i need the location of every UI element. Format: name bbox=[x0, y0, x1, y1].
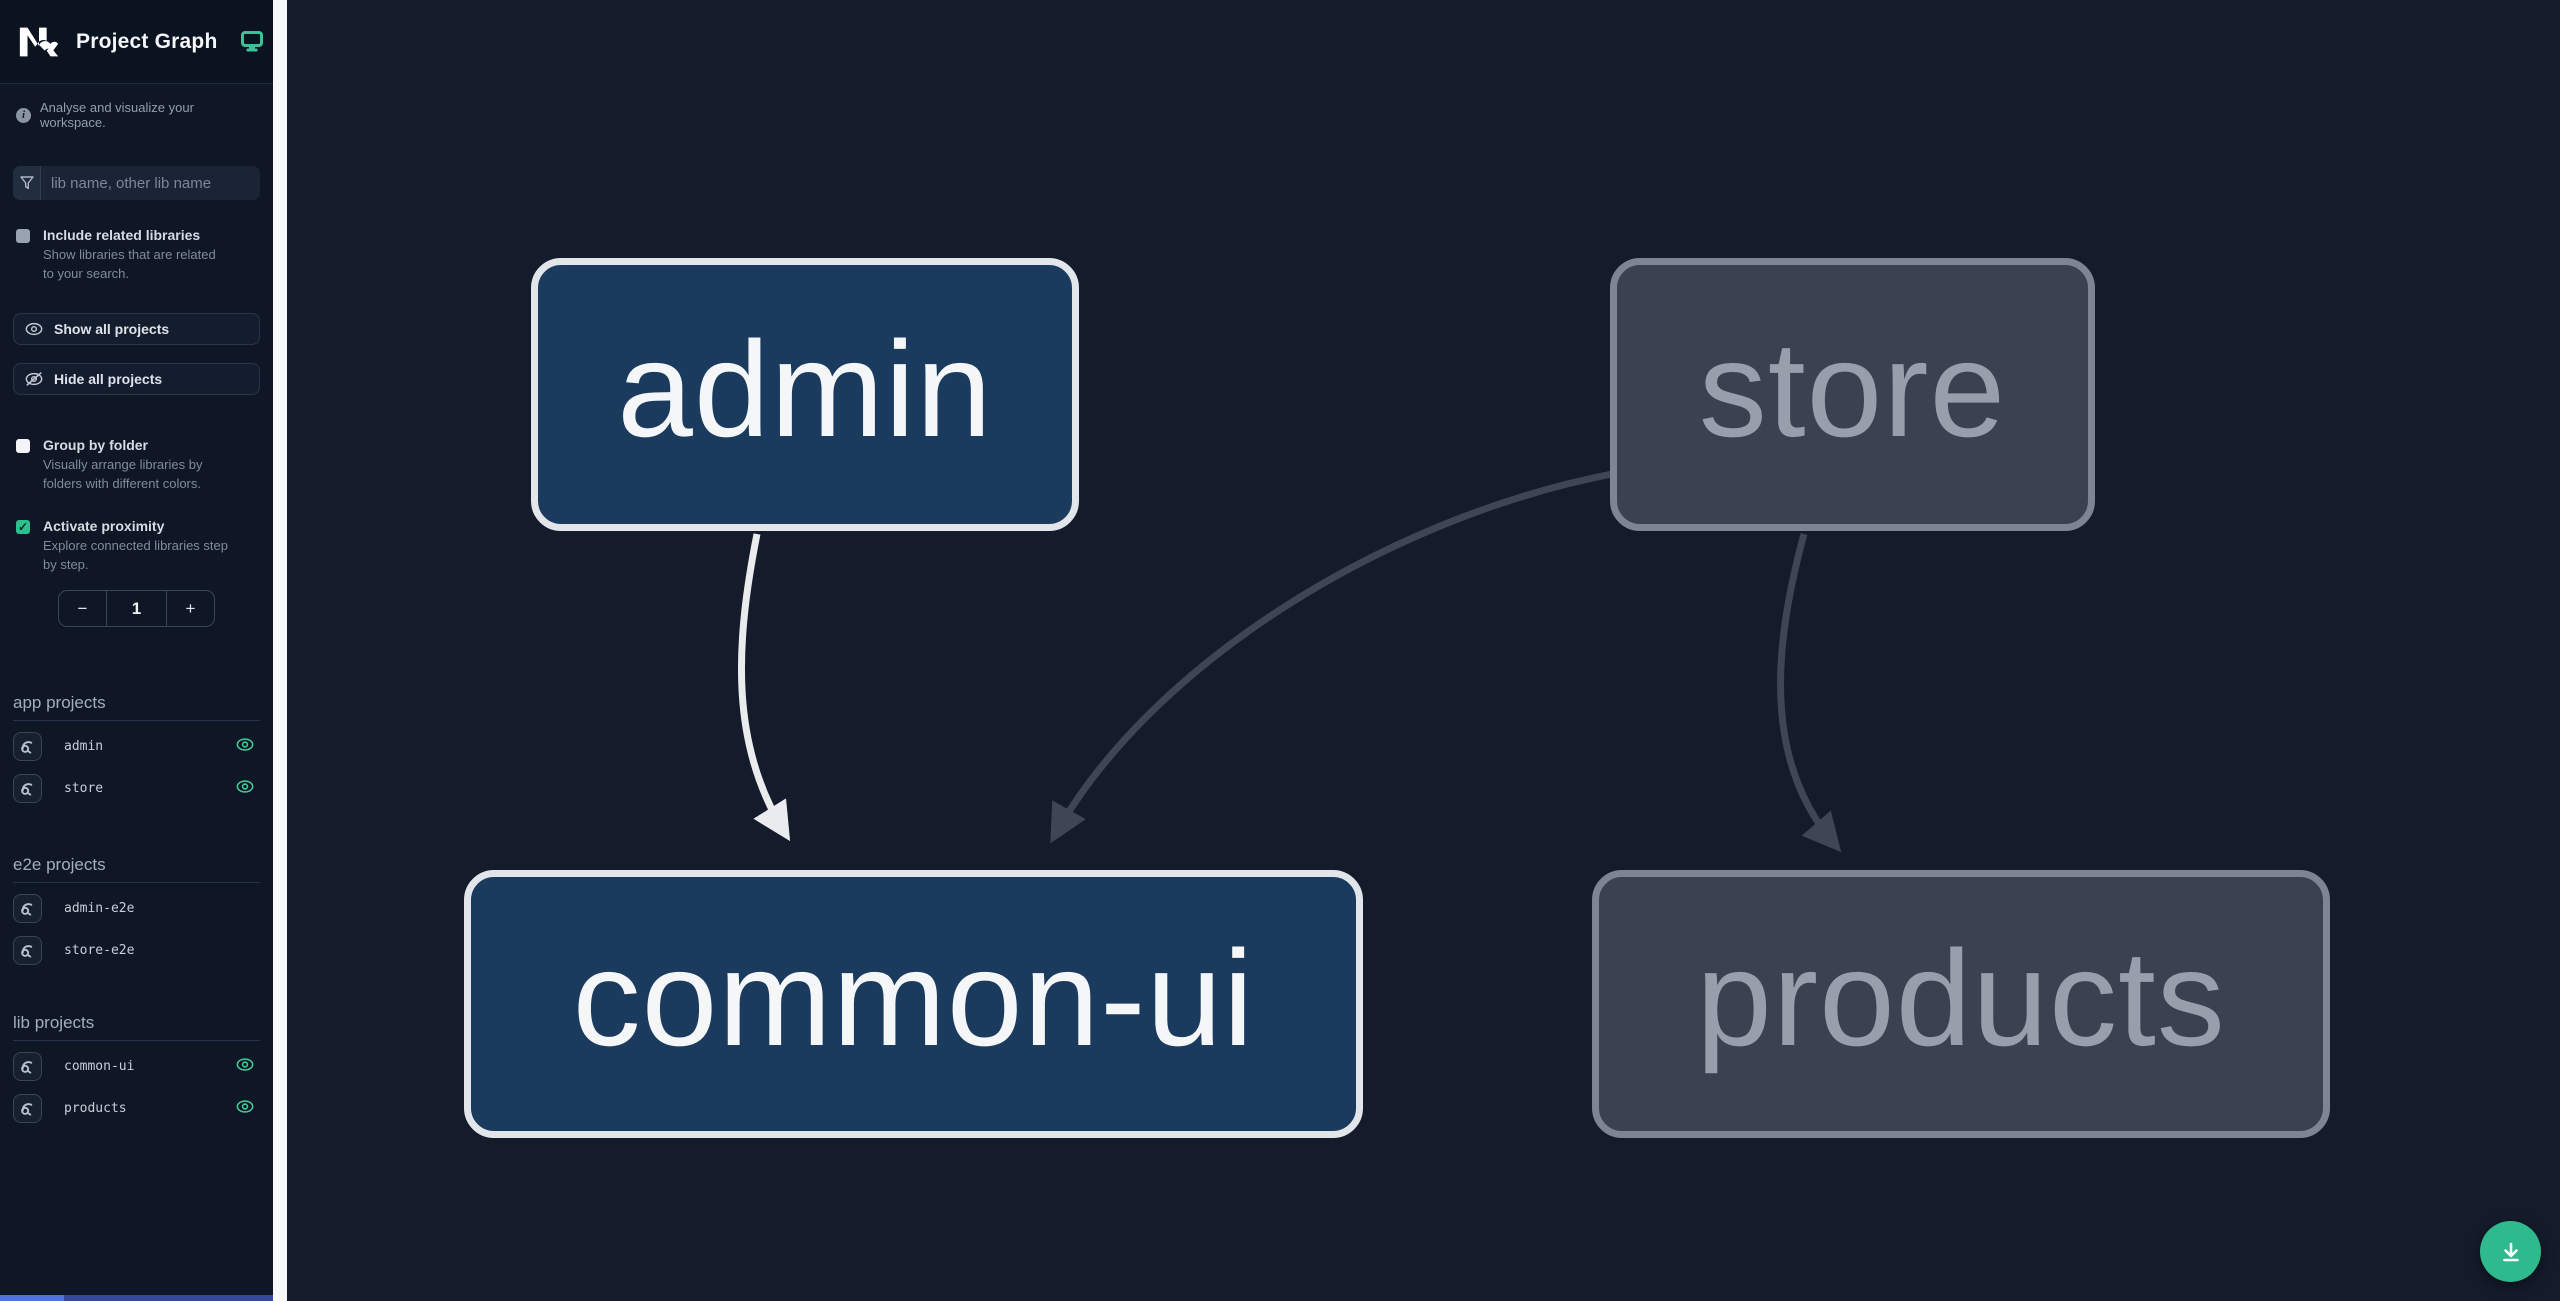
decrease-depth-button[interactable]: − bbox=[77, 598, 88, 618]
section-title: e2e projects bbox=[13, 855, 260, 884]
activate-proximity-label: Activate proximity bbox=[43, 517, 165, 534]
scrollbar-thumb[interactable] bbox=[0, 1295, 64, 1301]
increase-depth-button[interactable]: + bbox=[185, 598, 196, 618]
eye-icon bbox=[25, 322, 43, 335]
activate-proximity-description: Explore connected libraries step by step… bbox=[43, 537, 228, 572]
edge-store-to-products bbox=[1777, 533, 1842, 853]
sidebar-header: Project Graph bbox=[0, 0, 273, 84]
group-by-folder-description: Visually arrange libraries by folders wi… bbox=[43, 456, 203, 491]
focus-project-icon[interactable] bbox=[13, 731, 42, 761]
edge-admin-to-common-ui bbox=[738, 533, 791, 842]
option-activate-proximity[interactable]: ✓ Activate proximity Explore connected l… bbox=[0, 518, 273, 575]
graph-canvas[interactable]: admin store common-ui products bbox=[287, 0, 2560, 1301]
graph-node-common-ui[interactable]: common-ui bbox=[464, 870, 1363, 1138]
section-title: lib projects bbox=[13, 1013, 260, 1042]
search-input[interactable] bbox=[41, 166, 260, 200]
project-row-admin: admin bbox=[13, 731, 260, 761]
project-row-products: products bbox=[13, 1093, 260, 1123]
download-image-button[interactable] bbox=[2480, 1221, 2541, 1282]
focus-project-icon[interactable] bbox=[13, 773, 42, 803]
node-label: admin bbox=[617, 312, 993, 465]
horizontal-scrollbar[interactable] bbox=[0, 1295, 273, 1301]
section-lib-projects: lib projects common-ui bbox=[13, 1013, 260, 1123]
option-group-by-folder[interactable]: Group by folder Visually arrange librari… bbox=[0, 437, 273, 494]
show-all-projects-button[interactable]: Show all projects bbox=[13, 312, 260, 345]
edge-store-to-common-ui bbox=[1050, 470, 1613, 844]
tagline-row: i Analyse and visualize your workspace. bbox=[0, 100, 273, 130]
vertical-scrollbar[interactable] bbox=[273, 0, 287, 1301]
nx-logo-icon bbox=[16, 20, 62, 64]
toggle-visibility-eye-icon[interactable] bbox=[236, 779, 254, 797]
focus-project-icon[interactable] bbox=[13, 1051, 42, 1081]
include-related-checkbox[interactable] bbox=[16, 229, 30, 243]
project-row-store: store bbox=[13, 773, 260, 803]
toggle-visibility-eye-icon[interactable] bbox=[236, 1057, 254, 1075]
section-app-projects: app projects admin bbox=[13, 693, 260, 803]
hide-all-projects-label: Hide all projects bbox=[54, 370, 163, 387]
graph-node-admin[interactable]: admin bbox=[531, 258, 1079, 531]
project-name: admin-e2e bbox=[64, 900, 135, 916]
search-box bbox=[13, 166, 260, 200]
include-related-label: Include related libraries bbox=[43, 227, 201, 243]
group-by-folder-checkbox[interactable] bbox=[16, 438, 30, 453]
download-icon bbox=[2502, 1242, 2519, 1261]
info-icon: i bbox=[16, 107, 31, 123]
project-name: admin bbox=[64, 738, 104, 754]
tagline-text: Analyse and visualize your workspace. bbox=[40, 100, 194, 130]
monitor-icon[interactable] bbox=[241, 31, 264, 52]
focus-project-icon[interactable] bbox=[13, 935, 42, 965]
toggle-visibility-eye-icon[interactable] bbox=[236, 1099, 254, 1117]
node-label: store bbox=[1698, 312, 2007, 465]
hide-all-projects-button[interactable]: Hide all projects bbox=[13, 362, 260, 395]
group-by-folder-label: Group by folder bbox=[43, 436, 148, 453]
option-include-related[interactable]: Include related libraries Show libraries… bbox=[0, 227, 273, 284]
section-e2e-projects: e2e projects admin-e2e store-e2e bbox=[13, 855, 260, 965]
project-name: products bbox=[64, 1100, 127, 1116]
graph-edges bbox=[738, 470, 1842, 853]
project-name: common-ui bbox=[64, 1058, 135, 1074]
project-name: store bbox=[64, 780, 104, 796]
sidebar: Project Graph i Analyse and visualize yo… bbox=[0, 0, 273, 1301]
depth-value: 1 bbox=[106, 591, 167, 627]
activate-proximity-checkbox[interactable]: ✓ bbox=[16, 519, 30, 534]
app-title: Project Graph bbox=[76, 29, 218, 53]
node-label: common-ui bbox=[572, 922, 1255, 1074]
project-row-store-e2e: store-e2e bbox=[13, 935, 260, 965]
toggle-visibility-eye-icon[interactable] bbox=[236, 737, 254, 755]
show-all-projects-label: Show all projects bbox=[54, 320, 170, 337]
proximity-depth-stepper: − 1 + bbox=[58, 590, 215, 628]
node-label: products bbox=[1696, 922, 2226, 1074]
project-row-common-ui: common-ui bbox=[13, 1051, 260, 1081]
focus-project-icon[interactable] bbox=[13, 893, 42, 923]
include-related-description: Show libraries that are related to your … bbox=[43, 247, 216, 281]
project-row-admin-e2e: admin-e2e bbox=[13, 893, 260, 923]
graph-node-store[interactable]: store bbox=[1610, 258, 2095, 531]
filter-icon bbox=[13, 166, 41, 200]
section-title: app projects bbox=[13, 693, 260, 722]
project-name: store-e2e bbox=[64, 942, 135, 958]
focus-project-icon[interactable] bbox=[13, 1093, 42, 1123]
eye-off-icon bbox=[25, 371, 43, 386]
graph-node-products[interactable]: products bbox=[1592, 870, 2330, 1138]
